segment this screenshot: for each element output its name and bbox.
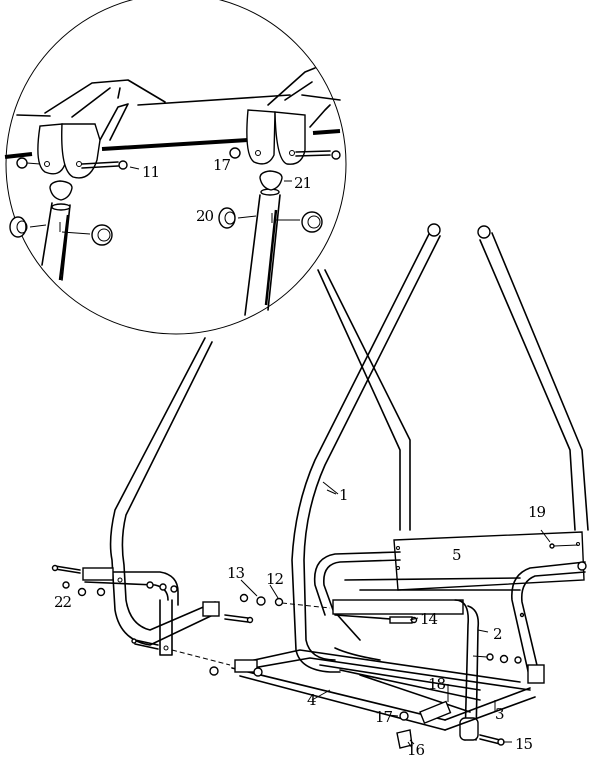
callout-17: 17 [375, 708, 393, 726]
callout-11: 11 [142, 163, 160, 181]
callout-19: 19 [528, 503, 546, 521]
callout-22: 22 [54, 593, 72, 611]
callout-21: 21 [294, 174, 312, 192]
callout-14: 14 [420, 610, 438, 628]
callout-12: 12 [266, 570, 284, 588]
callout-16: 16 [407, 741, 425, 759]
detail-inset [4, 0, 347, 335]
callout-5: 5 [452, 546, 461, 564]
callout-3: 3 [495, 705, 504, 723]
callout-13: 13 [227, 564, 245, 582]
callout-4: 4 [307, 691, 316, 709]
callout-15: 15 [515, 735, 533, 753]
callout-17-inset: 17 [213, 156, 231, 174]
callout-20: 20 [196, 207, 214, 225]
main-assembly [51, 223, 589, 749]
callout-1: 1 [339, 486, 348, 504]
callout-18: 18 [428, 675, 446, 693]
callout-2: 2 [493, 625, 502, 643]
